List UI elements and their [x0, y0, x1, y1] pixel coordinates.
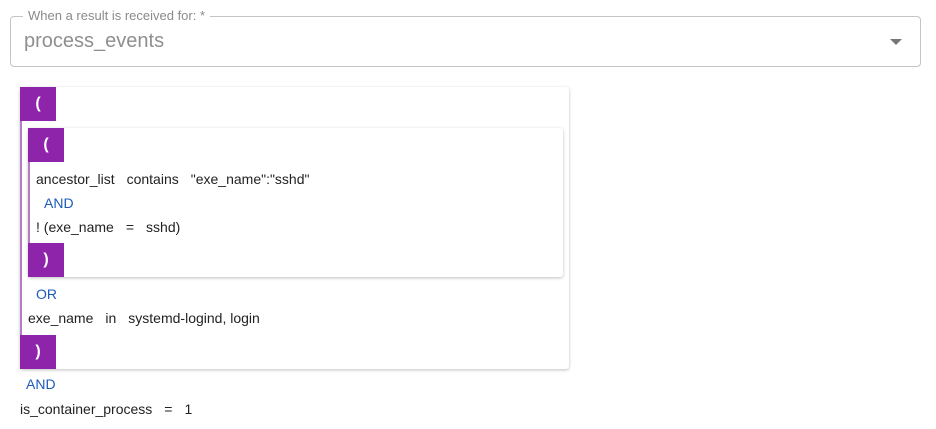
outer-group: ( ( ancestor_list contains "exe_name":"ssh…: [20, 87, 569, 369]
result-source-label: When a result is received for: *: [23, 8, 211, 23]
condition-value: 1: [184, 401, 193, 417]
condition-row[interactable]: exe_name in systemd-logind, login: [28, 310, 272, 326]
condition-row[interactable]: ancestor_list contains "exe_name":"sshd": [36, 171, 321, 187]
inner-close-paren[interactable]: ): [28, 243, 64, 277]
join-operator[interactable]: AND: [26, 376, 56, 392]
condition-row[interactable]: ! (exe_name = sshd): [36, 219, 192, 235]
outer-close-paren[interactable]: ): [20, 335, 56, 369]
join-operator[interactable]: OR: [36, 286, 57, 302]
condition-field: exe_name: [28, 310, 94, 326]
condition-operator: contains: [126, 171, 179, 187]
result-source-value: process_events: [24, 30, 165, 52]
condition-value: "exe_name":"sshd": [190, 171, 310, 187]
join-operator[interactable]: AND: [44, 195, 74, 211]
inner-group: ( ancestor_list contains "exe_name":"sshd"…: [28, 128, 563, 277]
condition-operator: =: [164, 401, 173, 417]
condition-row[interactable]: is_container_process = 1: [20, 401, 204, 417]
result-source-select[interactable]: When a result is received for: * process…: [10, 8, 921, 67]
negation-prefix: ! (: [36, 219, 49, 235]
condition-operator: =: [125, 219, 135, 235]
condition-value: systemd-logind, login: [128, 310, 260, 326]
condition-value: sshd): [146, 219, 181, 235]
outer-open-paren[interactable]: (: [20, 87, 56, 121]
condition-field: ancestor_list: [36, 171, 115, 187]
condition-field: is_container_process: [20, 401, 153, 417]
condition-field: exe_name: [48, 219, 114, 235]
inner-open-paren[interactable]: (: [28, 128, 64, 162]
dropdown-caret-icon[interactable]: [890, 39, 902, 45]
condition-operator: in: [105, 310, 117, 326]
